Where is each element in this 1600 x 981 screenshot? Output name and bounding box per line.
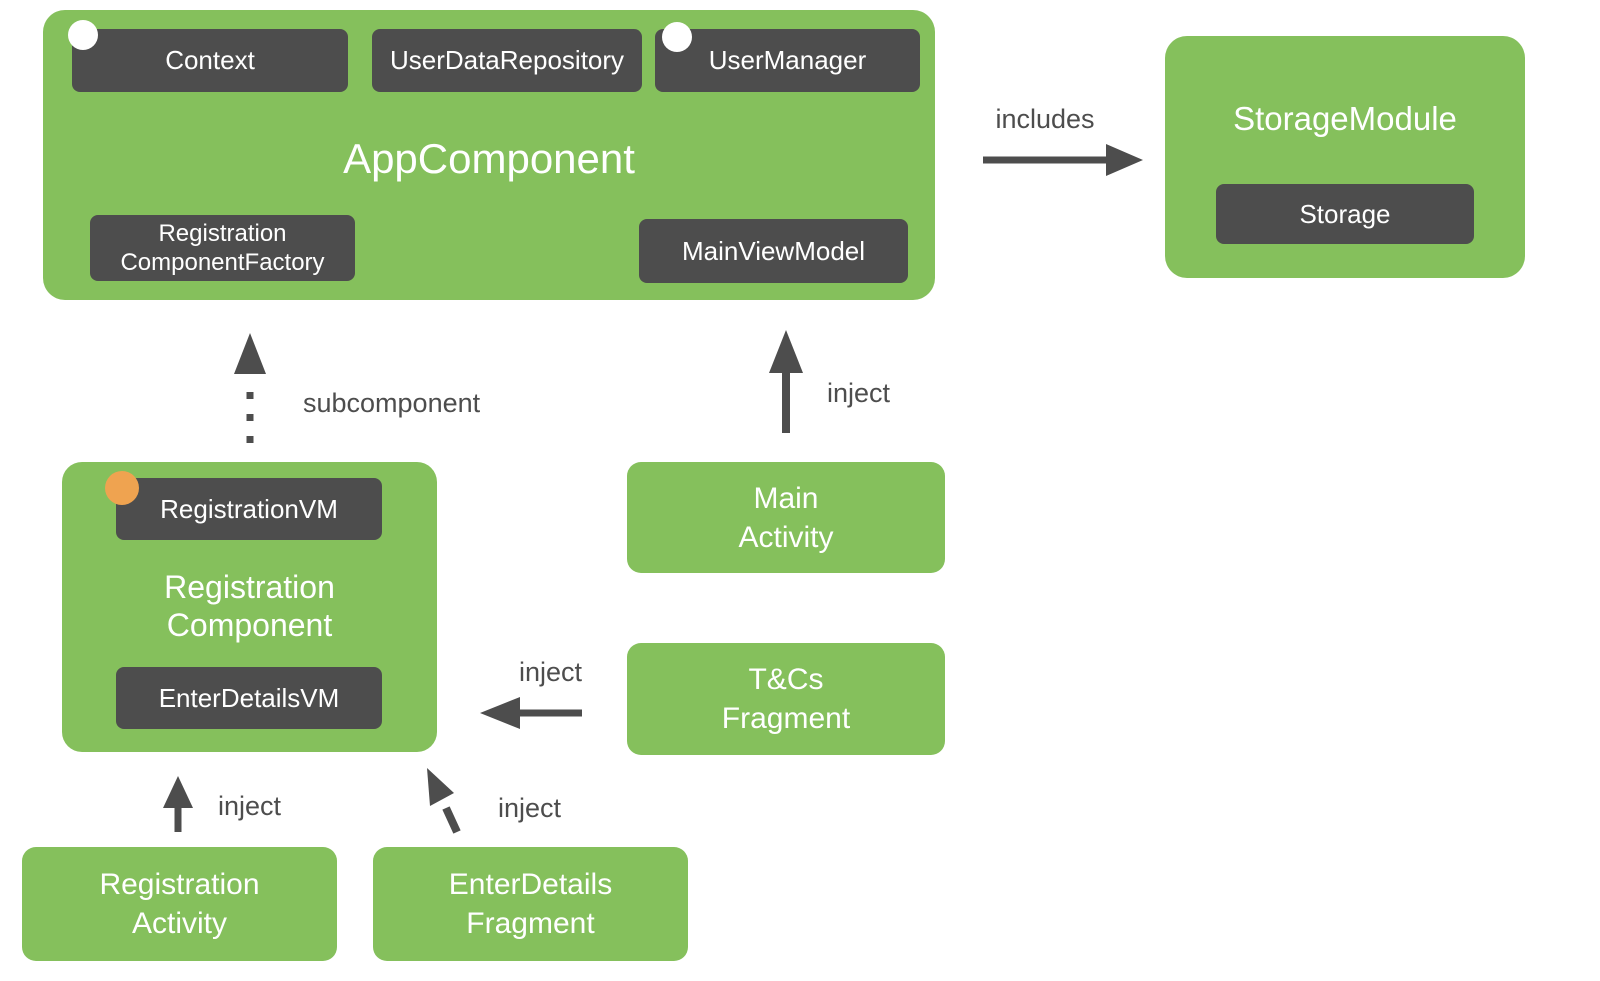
inject-tcs-fragment-arrow [480, 697, 582, 729]
inject-enter-details-fragment-arrow [427, 768, 461, 834]
inject-main-activity-label: inject [827, 378, 891, 408]
enter-details-vm-chip: EnterDetailsVM [116, 667, 382, 729]
includes-label: includes [995, 104, 1095, 134]
inject-tcs-fragment-label: inject [519, 657, 583, 687]
inject-registration-activity-arrow [163, 776, 193, 832]
includes-arrow [983, 144, 1143, 176]
provision-dot-registration-vm [105, 471, 139, 505]
context-chip: Context [72, 29, 348, 92]
user-data-repository-chip: UserDataRepository [372, 29, 642, 92]
inject-registration-activity-label: inject [218, 791, 282, 821]
main-view-model-chip: MainViewModel [639, 219, 908, 283]
user-manager-chip: UserManager [655, 29, 920, 92]
inject-main-activity-arrow [769, 330, 803, 433]
storage-chip: Storage [1216, 184, 1474, 244]
provision-dot-context [68, 20, 98, 50]
inject-enter-details-fragment-label: inject [498, 793, 562, 823]
subcomponent-dashed-arrow [234, 333, 266, 443]
subcomponent-label: subcomponent [303, 388, 481, 418]
storage-module-title: StorageModule [1233, 100, 1457, 137]
provision-dot-user-manager [662, 22, 692, 52]
registration-vm-chip: RegistrationVM [116, 478, 382, 540]
app-component-title: AppComponent [343, 135, 635, 182]
